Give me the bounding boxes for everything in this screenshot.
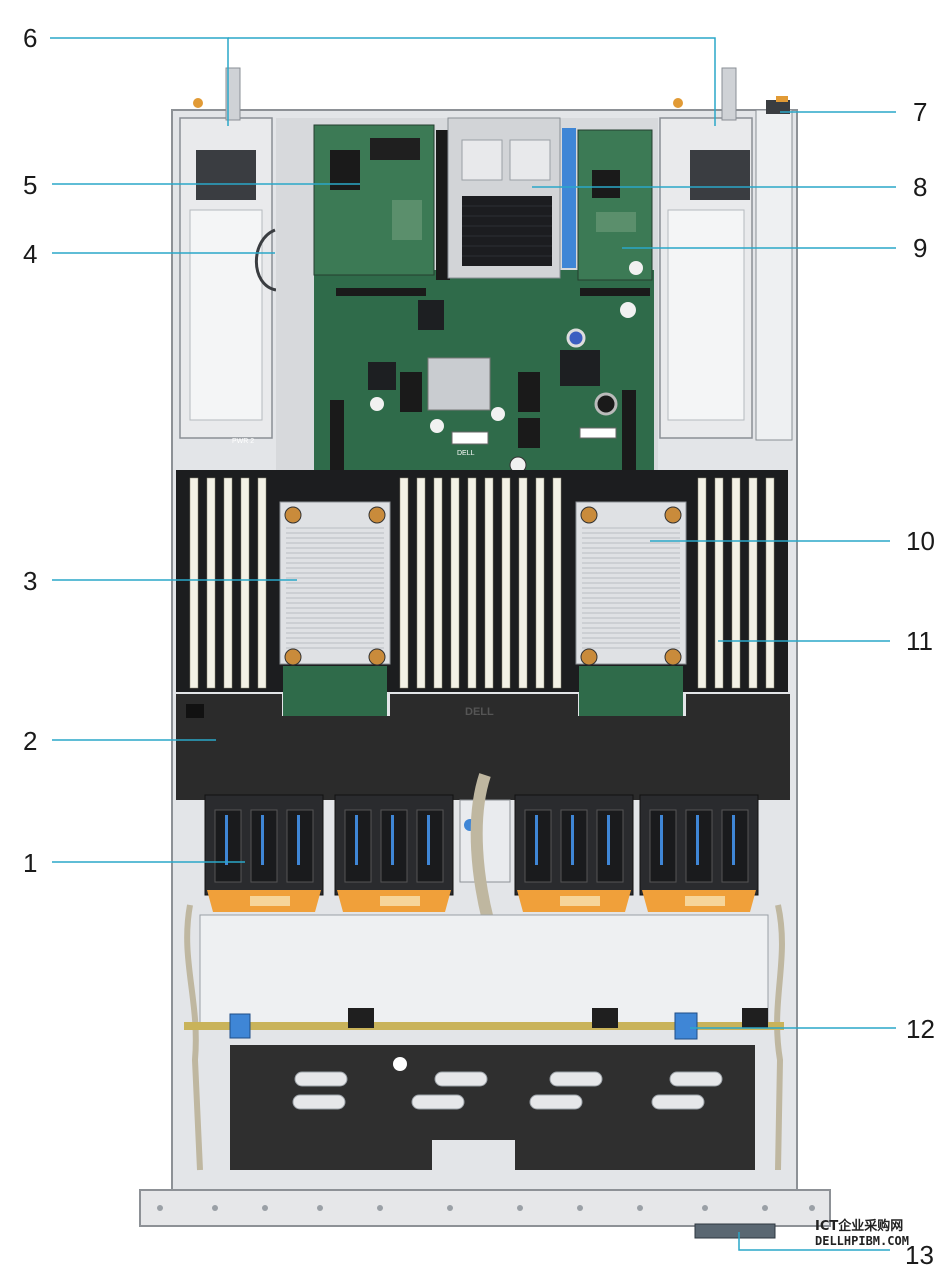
dimm-slot[interactable] [257,477,267,689]
callout-8: 8 [913,172,927,202]
fan-module-2[interactable] [334,794,454,912]
dimm-slot[interactable] [535,477,545,689]
backplane-release-tab[interactable] [674,1012,698,1040]
watermark-line2: DELLHPIBM.COM [815,1234,909,1248]
dimm-slot[interactable] [697,477,707,689]
processor-heatsink-2[interactable] [575,501,687,716]
boss-module[interactable] [447,117,576,279]
callout-5: 5 [23,170,37,200]
psu-right[interactable] [659,67,753,439]
dimm-slot[interactable] [189,477,199,689]
callout-9: 9 [913,233,927,263]
watermark: ICT企业采购网 DELLHPIBM.COM [815,1218,909,1248]
callout-1: 1 [23,848,37,878]
leader-lines [50,37,896,1251]
dimm-slot[interactable] [484,477,494,689]
dimm-slot[interactable] [206,477,216,689]
intrusion-switch [755,96,793,441]
processor-heatsink-1[interactable] [279,501,391,716]
dimm-slot[interactable] [416,477,426,689]
information-tag[interactable] [694,1223,776,1239]
callout-10: 10 [906,526,935,556]
dimm-slot[interactable] [467,477,477,689]
dimm-slot[interactable] [433,477,443,689]
psu-cable [254,228,277,292]
dimm-slot[interactable] [223,477,233,689]
dimm-slot[interactable] [731,477,741,689]
board-brand: DELL [457,450,475,457]
dimm-slot[interactable] [552,477,562,689]
dimm-slot[interactable] [765,477,775,689]
callout-4: 4 [23,239,37,269]
dimm-slot[interactable] [450,477,460,689]
riser-card-1[interactable] [313,124,450,280]
drive-cage-cover [230,1045,755,1170]
callout-11: 11 [906,626,933,656]
callout-3: 3 [23,566,37,596]
cooling-fans[interactable] [204,794,759,912]
callout-numbers: 6 5 4 3 2 1 7 8 9 10 11 12 13 [23,23,935,1270]
drive-backplane [184,914,784,1040]
callout-6: 6 [23,23,37,53]
watermark-line1: ICT企业采购网 [815,1218,903,1234]
callout-2: 2 [23,726,37,756]
callout-13: 13 [905,1240,934,1270]
psu-left[interactable] [179,67,273,439]
fan-module-3[interactable] [514,794,634,912]
dimm-slot[interactable] [748,477,758,689]
callout-12: 12 [906,1014,935,1044]
dimm-slot[interactable] [501,477,511,689]
dimm-slot[interactable] [399,477,409,689]
memory-slots [176,470,788,692]
shroud-brand: DELL [465,706,494,718]
dimm-slot[interactable] [240,477,250,689]
fan-module-4[interactable] [639,794,759,912]
callout-7: 7 [913,97,927,127]
air-shroud[interactable]: DELL [176,694,790,800]
ocp-card[interactable] [577,129,653,281]
psu-label: PWR 2 [232,438,254,445]
dimm-slot[interactable] [714,477,724,689]
fan-module-1[interactable] [204,794,324,912]
dimm-slot[interactable] [518,477,528,689]
